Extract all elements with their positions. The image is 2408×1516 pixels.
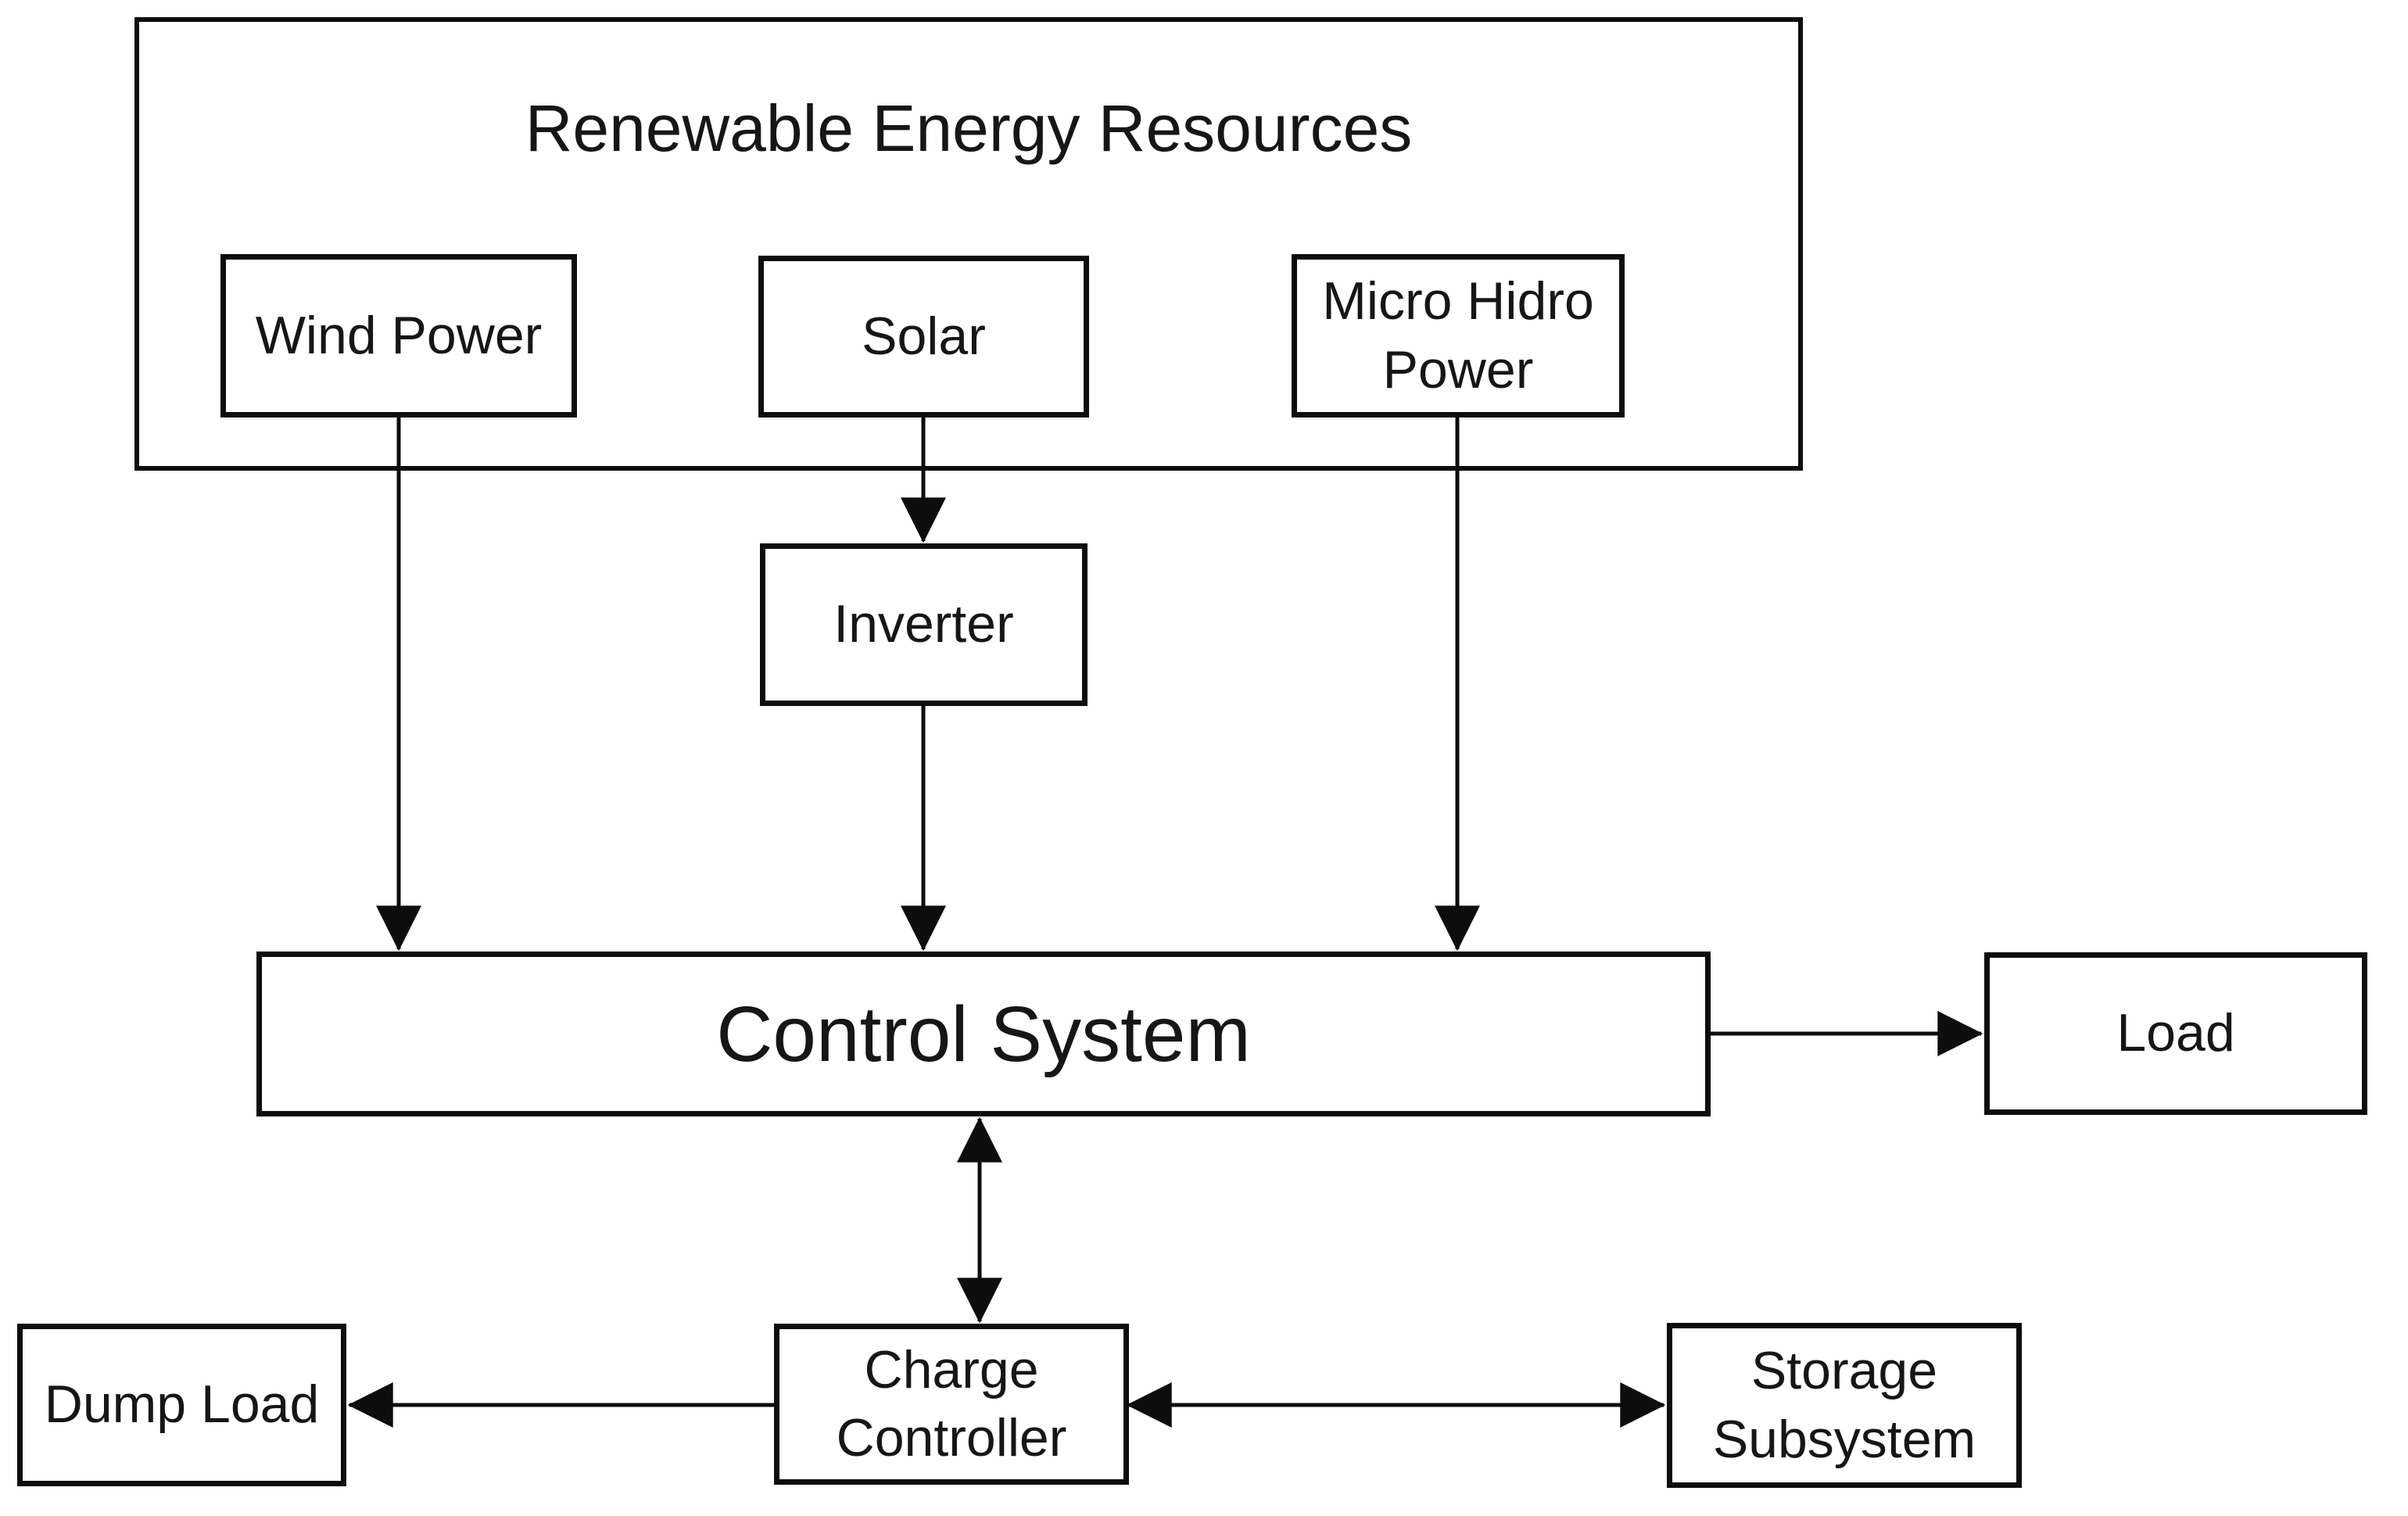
node-storage-subsystem: Storage Subsystem [1667,1323,2022,1488]
node-charge-controller: Charge Controller [774,1324,1129,1485]
group-title: Renewable Energy Resources [525,91,1413,165]
node-solar: Solar [758,256,1089,418]
node-inverter: Inverter [760,543,1088,706]
node-load: Load [1984,952,2367,1115]
node-dump-load: Dump Load [17,1324,346,1486]
node-wind-power: Wind Power [220,254,577,418]
node-micro-hidro-power: Micro Hidro Power [1292,254,1625,418]
node-control-system: Control System [256,952,1711,1116]
